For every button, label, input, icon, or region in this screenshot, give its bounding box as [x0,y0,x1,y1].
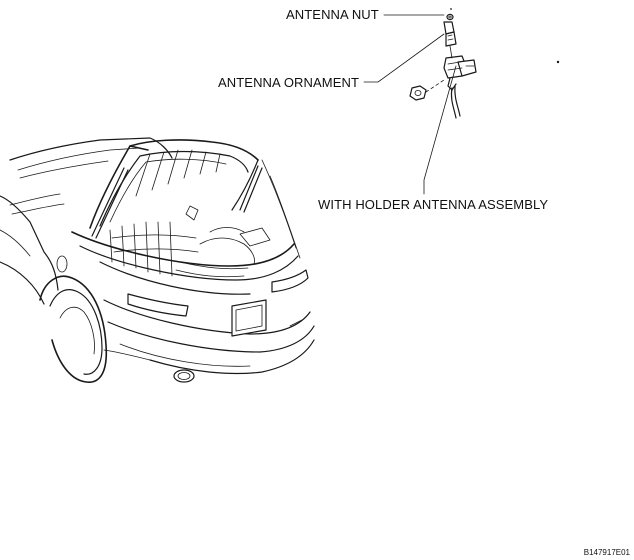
side-nut-part [409,79,445,101]
antenna-nut-label: ANTENNA NUT [286,7,379,22]
figure-code: B147917E01 [583,548,630,557]
car-illustration [0,137,315,383]
antenna-ornament-label: ANTENNA ORNAMENT [218,75,360,90]
holder-antenna-assembly-part [443,45,477,119]
leader-lines [363,14,457,195]
antenna-nut-part [446,13,454,21]
antenna-ornament-part [443,21,457,47]
antenna-parts [409,8,560,119]
holder-antenna-assembly-label: WITH HOLDER ANTENNA ASSEMBLY [318,197,549,212]
